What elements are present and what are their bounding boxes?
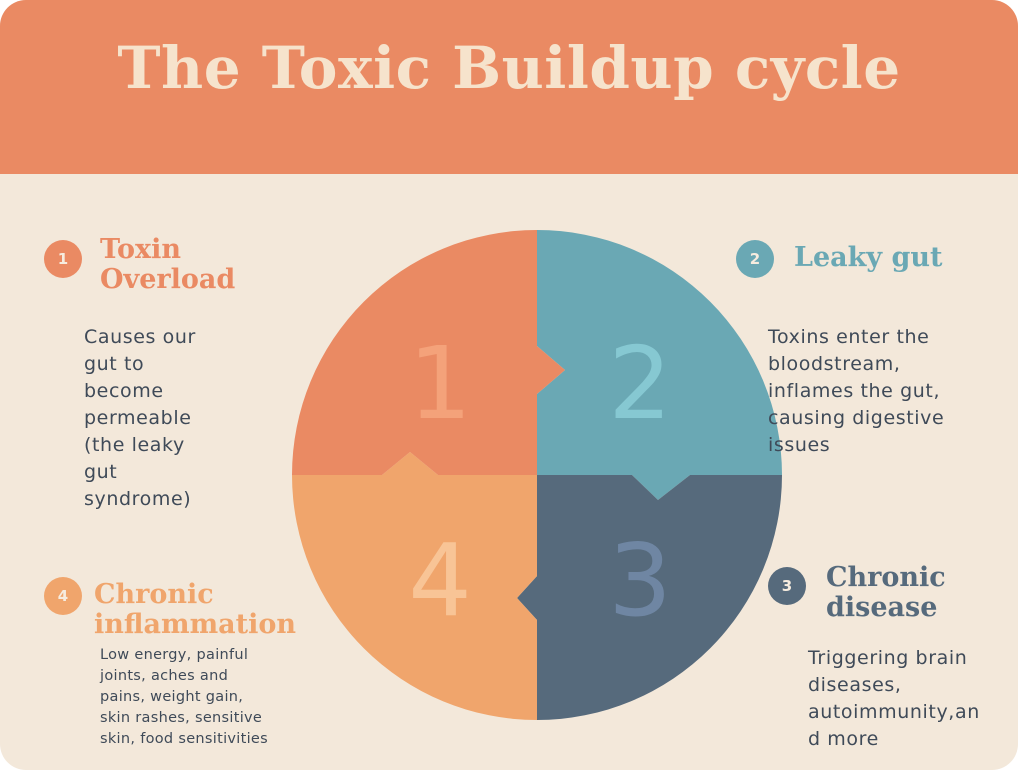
step-2-badge: 2	[736, 240, 774, 278]
step-1-heading: Toxin Overload	[100, 234, 236, 295]
segment-4	[292, 452, 537, 720]
segment-3-number: 3	[608, 522, 672, 639]
step-2-description: Toxins enter the bloodstream, inflames t…	[768, 326, 945, 456]
step-3-description: Triggering brain diseases, autoimmunity,…	[808, 647, 980, 750]
step-4-description: Low energy, painful joints, aches and pa…	[100, 647, 269, 747]
segment-3	[517, 475, 782, 720]
header-banner: The Toxic Buildup cycle	[0, 0, 1018, 174]
step-4-heading: Chronic inflammation	[94, 579, 297, 640]
segment-1-number: 1	[408, 325, 472, 442]
step-2-heading: Leaky gut	[794, 242, 943, 273]
segment-2	[537, 230, 782, 500]
step-4-badge: 4	[44, 577, 82, 615]
step-1-description: Causes our gut to become permeable (the …	[84, 326, 196, 510]
step-3-badge: 3	[768, 567, 806, 605]
segment-1	[292, 230, 565, 475]
segment-4-number: 4	[408, 522, 472, 639]
step-3-heading: Chronic disease	[826, 562, 946, 623]
page-title: The Toxic Buildup cycle	[117, 34, 901, 102]
segment-2-number: 2	[608, 325, 672, 442]
step-1-badge: 1	[44, 240, 82, 278]
